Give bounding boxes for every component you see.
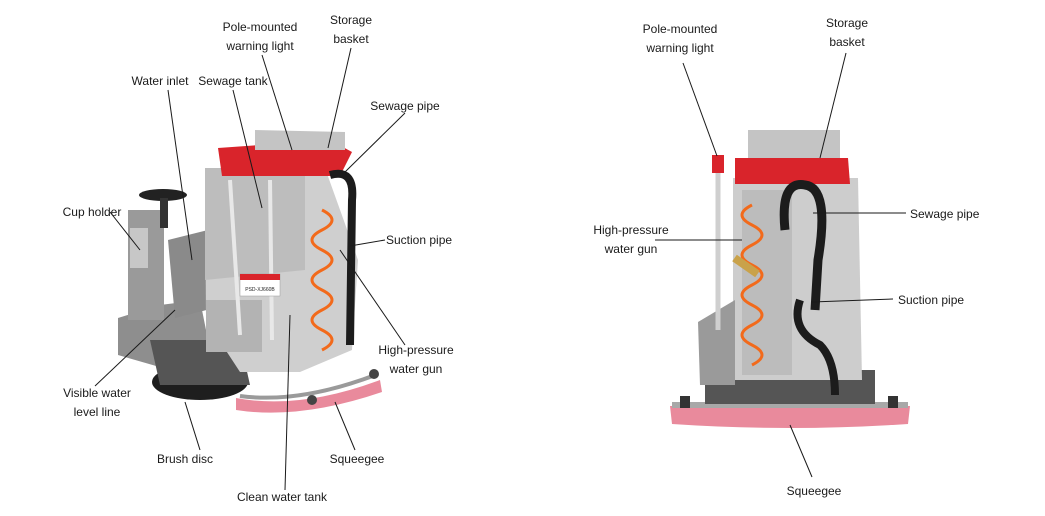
- right-water-gun: [732, 254, 760, 278]
- label-left-cup-holder: Cup holder: [62, 205, 122, 219]
- left-panel-brand: PSD-XJ660B: [245, 287, 275, 293]
- right-red-lid: [735, 158, 850, 184]
- label-left-brush-disc: Brush disc: [156, 452, 214, 466]
- label-left-water-inlet: Water inlet: [131, 74, 189, 88]
- label-right-suction-pipe: Suction pipe: [898, 293, 965, 307]
- label-right-squeegee: Squeegee: [786, 484, 842, 498]
- right-hose: [740, 203, 764, 367]
- right-warning-light: [712, 155, 724, 173]
- left-squeegee: [236, 380, 382, 413]
- label-left-sewage-pipe: Sewage pipe: [370, 99, 440, 113]
- right-storage-basket: [748, 130, 840, 158]
- right-sewage-pipe: [779, 180, 827, 311]
- right-suction-pipe: [793, 298, 839, 396]
- label-left-clean-water-tank: Clean water tank: [236, 490, 328, 504]
- left-hose: [310, 208, 334, 352]
- left-steering-wheel: [139, 189, 187, 201]
- label-left-suction-pipe: Suction pipe: [386, 233, 453, 247]
- left-machine: PSD-XJ660B: [118, 130, 382, 413]
- right-machine: [670, 130, 910, 428]
- right-squeegee: [670, 406, 910, 428]
- label-right-sewage-pipe: Sewage pipe: [910, 207, 980, 221]
- label-left-squeegee: Squeegee: [329, 452, 385, 466]
- label-left-sewage-tank: Sewage tank: [198, 74, 268, 88]
- left-storage-basket: [255, 130, 345, 150]
- left-sewage-pipe: [328, 169, 357, 346]
- leader-lines: [94, 47, 906, 491]
